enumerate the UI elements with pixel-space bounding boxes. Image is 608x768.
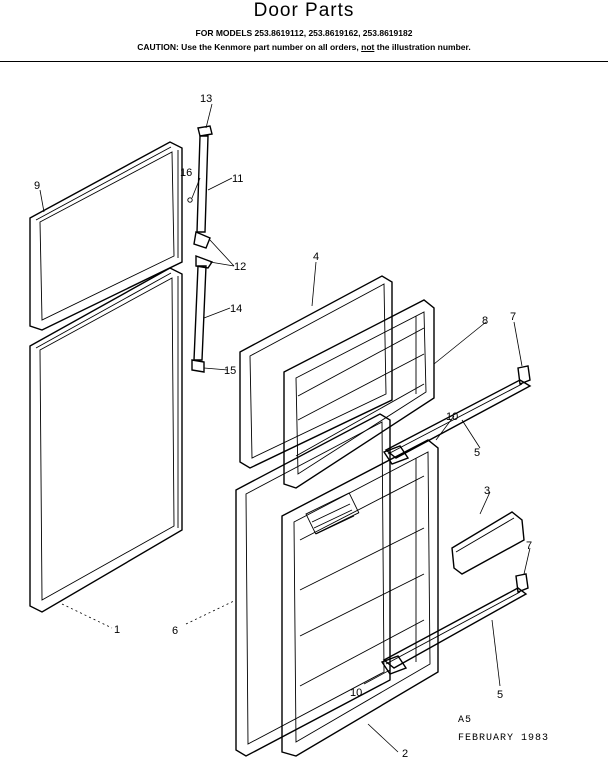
callout-16: 16 xyxy=(180,167,192,179)
lower-shelf-support-part-10 xyxy=(380,655,408,675)
lower-shelf-bar-part-5 xyxy=(382,587,528,669)
freezer-door-liner-part-8 xyxy=(283,299,435,489)
upper-shelf-bar-part-5 xyxy=(384,379,532,459)
fresh-food-liner-gasket-part-6 xyxy=(235,413,391,757)
callout-8: 8 xyxy=(482,315,488,327)
caution-not: not xyxy=(361,42,375,52)
caution-suffix: the illustration number. xyxy=(376,42,471,52)
callout-9: 9 xyxy=(34,180,40,192)
callout-10-lower: 10 xyxy=(350,687,362,699)
callout-7-lower: 7 xyxy=(526,540,532,552)
page-title: Door Parts xyxy=(253,0,355,21)
callout-4: 4 xyxy=(313,251,319,263)
caution-prefix: CAUTION: Use the Kenmore part number on … xyxy=(137,42,359,52)
lower-end-cap-part-7 xyxy=(515,573,529,593)
callout-1: 1 xyxy=(114,624,120,636)
hinge-trim-assembly xyxy=(187,125,214,373)
callout-5-upper: 5 xyxy=(474,447,480,459)
callout-12: 12 xyxy=(234,261,246,273)
butter-compartment-door-part-3 xyxy=(451,511,525,575)
callout-6: 6 xyxy=(172,625,178,637)
footer-date: FEBRUARY 1983 xyxy=(458,733,549,744)
callout-10-upper: 10 xyxy=(446,411,458,423)
fresh-food-door-liner-part-2 xyxy=(281,439,439,757)
freezer-gasket-part-9 xyxy=(29,141,183,331)
leader-lines xyxy=(39,103,531,753)
upper-end-cap-part-7 xyxy=(517,365,531,385)
callout-5-lower: 5 xyxy=(497,689,503,701)
callout-2: 2 xyxy=(402,748,408,760)
callout-14: 14 xyxy=(230,303,242,315)
fresh-food-gasket-part-1 xyxy=(29,267,183,613)
callout-3: 3 xyxy=(484,485,490,497)
header-rule xyxy=(0,61,608,62)
models-line: FOR MODELS 253.8619112, 253.8619162, 253… xyxy=(195,28,413,38)
callout-7-upper: 7 xyxy=(510,311,516,323)
footer-code: A5 xyxy=(458,715,472,726)
caution-line: CAUTION: Use the Kenmore part number on … xyxy=(0,42,608,52)
callout-11: 11 xyxy=(232,173,243,185)
callout-15: 15 xyxy=(224,365,236,377)
callout-13: 13 xyxy=(200,93,212,105)
freezer-liner-gasket-part-4 xyxy=(239,275,393,469)
